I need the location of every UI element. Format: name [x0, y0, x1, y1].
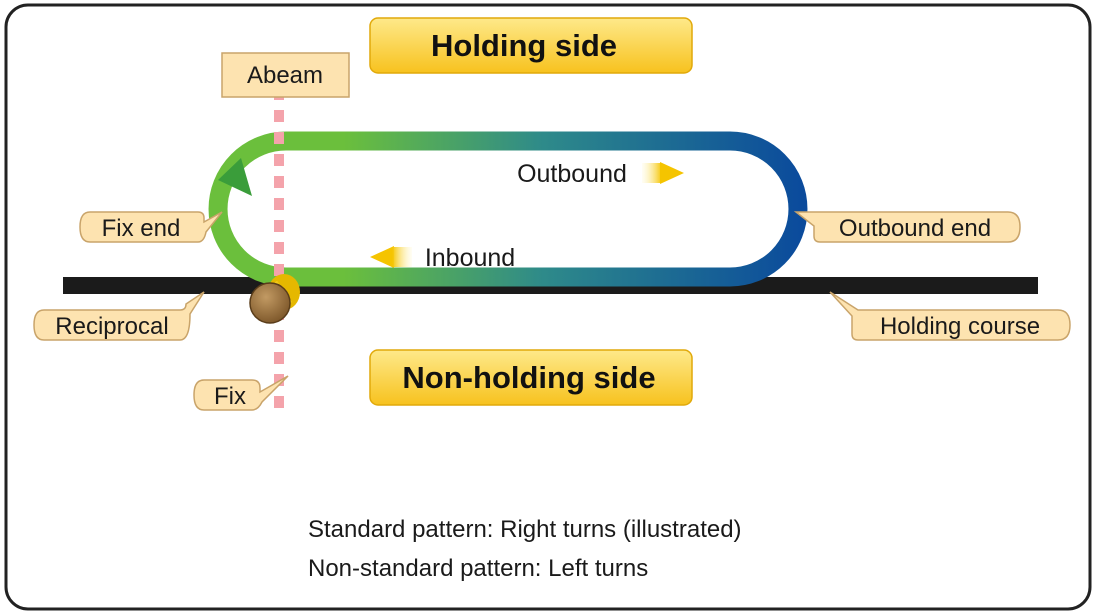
holding-side-heading: Holding side — [369, 17, 693, 74]
inbound-label: Inbound — [425, 244, 515, 272]
outbound-arrow-icon — [642, 162, 684, 184]
fix-end-arrowhead — [218, 158, 252, 196]
non-holding-side-text: Non-holding side — [402, 360, 655, 395]
abeam-text: Abeam — [247, 62, 323, 89]
holding-course-callout: Holding course — [829, 291, 1071, 341]
inbound-arrow-icon — [370, 246, 412, 268]
outbound-label: Outbound — [517, 160, 627, 188]
fix-end-text: Fix end — [102, 215, 181, 242]
fix-end-callout: Fix end — [79, 211, 223, 243]
non-holding-side-heading: Non-holding side — [369, 349, 693, 406]
fix-callout: Fix — [193, 375, 289, 411]
outbound-end-text: Outbound end — [839, 215, 991, 242]
standard-pattern-note: Standard pattern: Right turns (illustrat… — [308, 516, 742, 543]
holding-course-text: Holding course — [880, 313, 1040, 340]
abeam-callout: Abeam — [221, 52, 350, 98]
outbound-end-callout: Outbound end — [793, 211, 1021, 243]
fix-text: Fix — [214, 383, 246, 410]
abeam-line — [274, 88, 284, 416]
reciprocal-text: Reciprocal — [55, 313, 168, 340]
reciprocal-callout: Reciprocal — [33, 291, 205, 341]
non-standard-pattern-note: Non-standard pattern: Left turns — [308, 555, 648, 582]
fix-marker — [249, 274, 300, 324]
holding-side-text: Holding side — [431, 28, 617, 63]
